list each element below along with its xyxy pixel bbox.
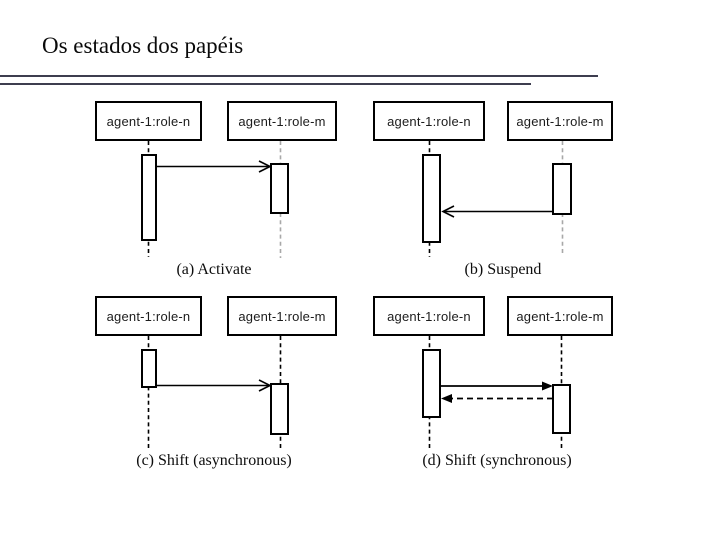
agent-box-label: agent-1:role-m [238,308,326,324]
agent-box-label: agent-1:role-n [106,113,191,129]
activation-bar-d-left [422,349,441,418]
open-arrowhead-icon-c [258,379,272,392]
activation-bar-a-left [141,154,157,241]
title-rule-bottom [0,83,531,85]
diagram-a [141,141,289,258]
activation-bar-d-right [552,384,571,434]
caption-d: (d) Shift (synchronous) [422,452,572,469]
activation-bar-b-left [422,154,441,243]
agent-box-b-left: agent-1:role-n [373,101,485,141]
filled-arrowhead-icon-d-right [542,381,553,391]
agent-box-a-left: agent-1:role-n [95,101,202,141]
caption-a: (a) Activate [176,261,252,278]
agent-box-d-left: agent-1:role-n [373,296,485,336]
title-rule-top [0,75,598,77]
open-arrowhead-icon-a [258,160,272,173]
caption-b: (b) Suspend [464,261,542,278]
agent-box-a-right: agent-1:role-m [227,101,337,141]
agent-box-label: agent-1:role-n [387,113,471,129]
agent-box-c-left: agent-1:role-n [95,296,202,336]
activation-bar-c-left [141,349,157,388]
diagram-d [422,336,571,449]
agent-box-label: agent-1:role-m [516,113,604,129]
slide-title: Os estados dos papéis [42,33,244,58]
agent-box-b-right: agent-1:role-m [507,101,613,141]
agent-box-c-right: agent-1:role-m [227,296,337,336]
open-arrowhead-icon-b [441,205,455,218]
activation-bar-a-right [270,163,289,214]
agent-box-label: agent-1:role-m [516,308,604,324]
activation-bar-b-right [552,163,572,215]
filled-arrowhead-icon-d-left [441,394,452,403]
caption-c: (c) Shift (asynchronous) [136,452,292,469]
diagram-b [422,141,572,257]
agent-box-label: agent-1:role-n [387,308,471,324]
agent-box-label: agent-1:role-n [106,308,191,324]
agent-box-d-right: agent-1:role-m [507,296,613,336]
diagram-c [141,336,289,449]
activation-bar-c-right [270,383,289,435]
agent-box-label: agent-1:role-m [238,113,326,129]
